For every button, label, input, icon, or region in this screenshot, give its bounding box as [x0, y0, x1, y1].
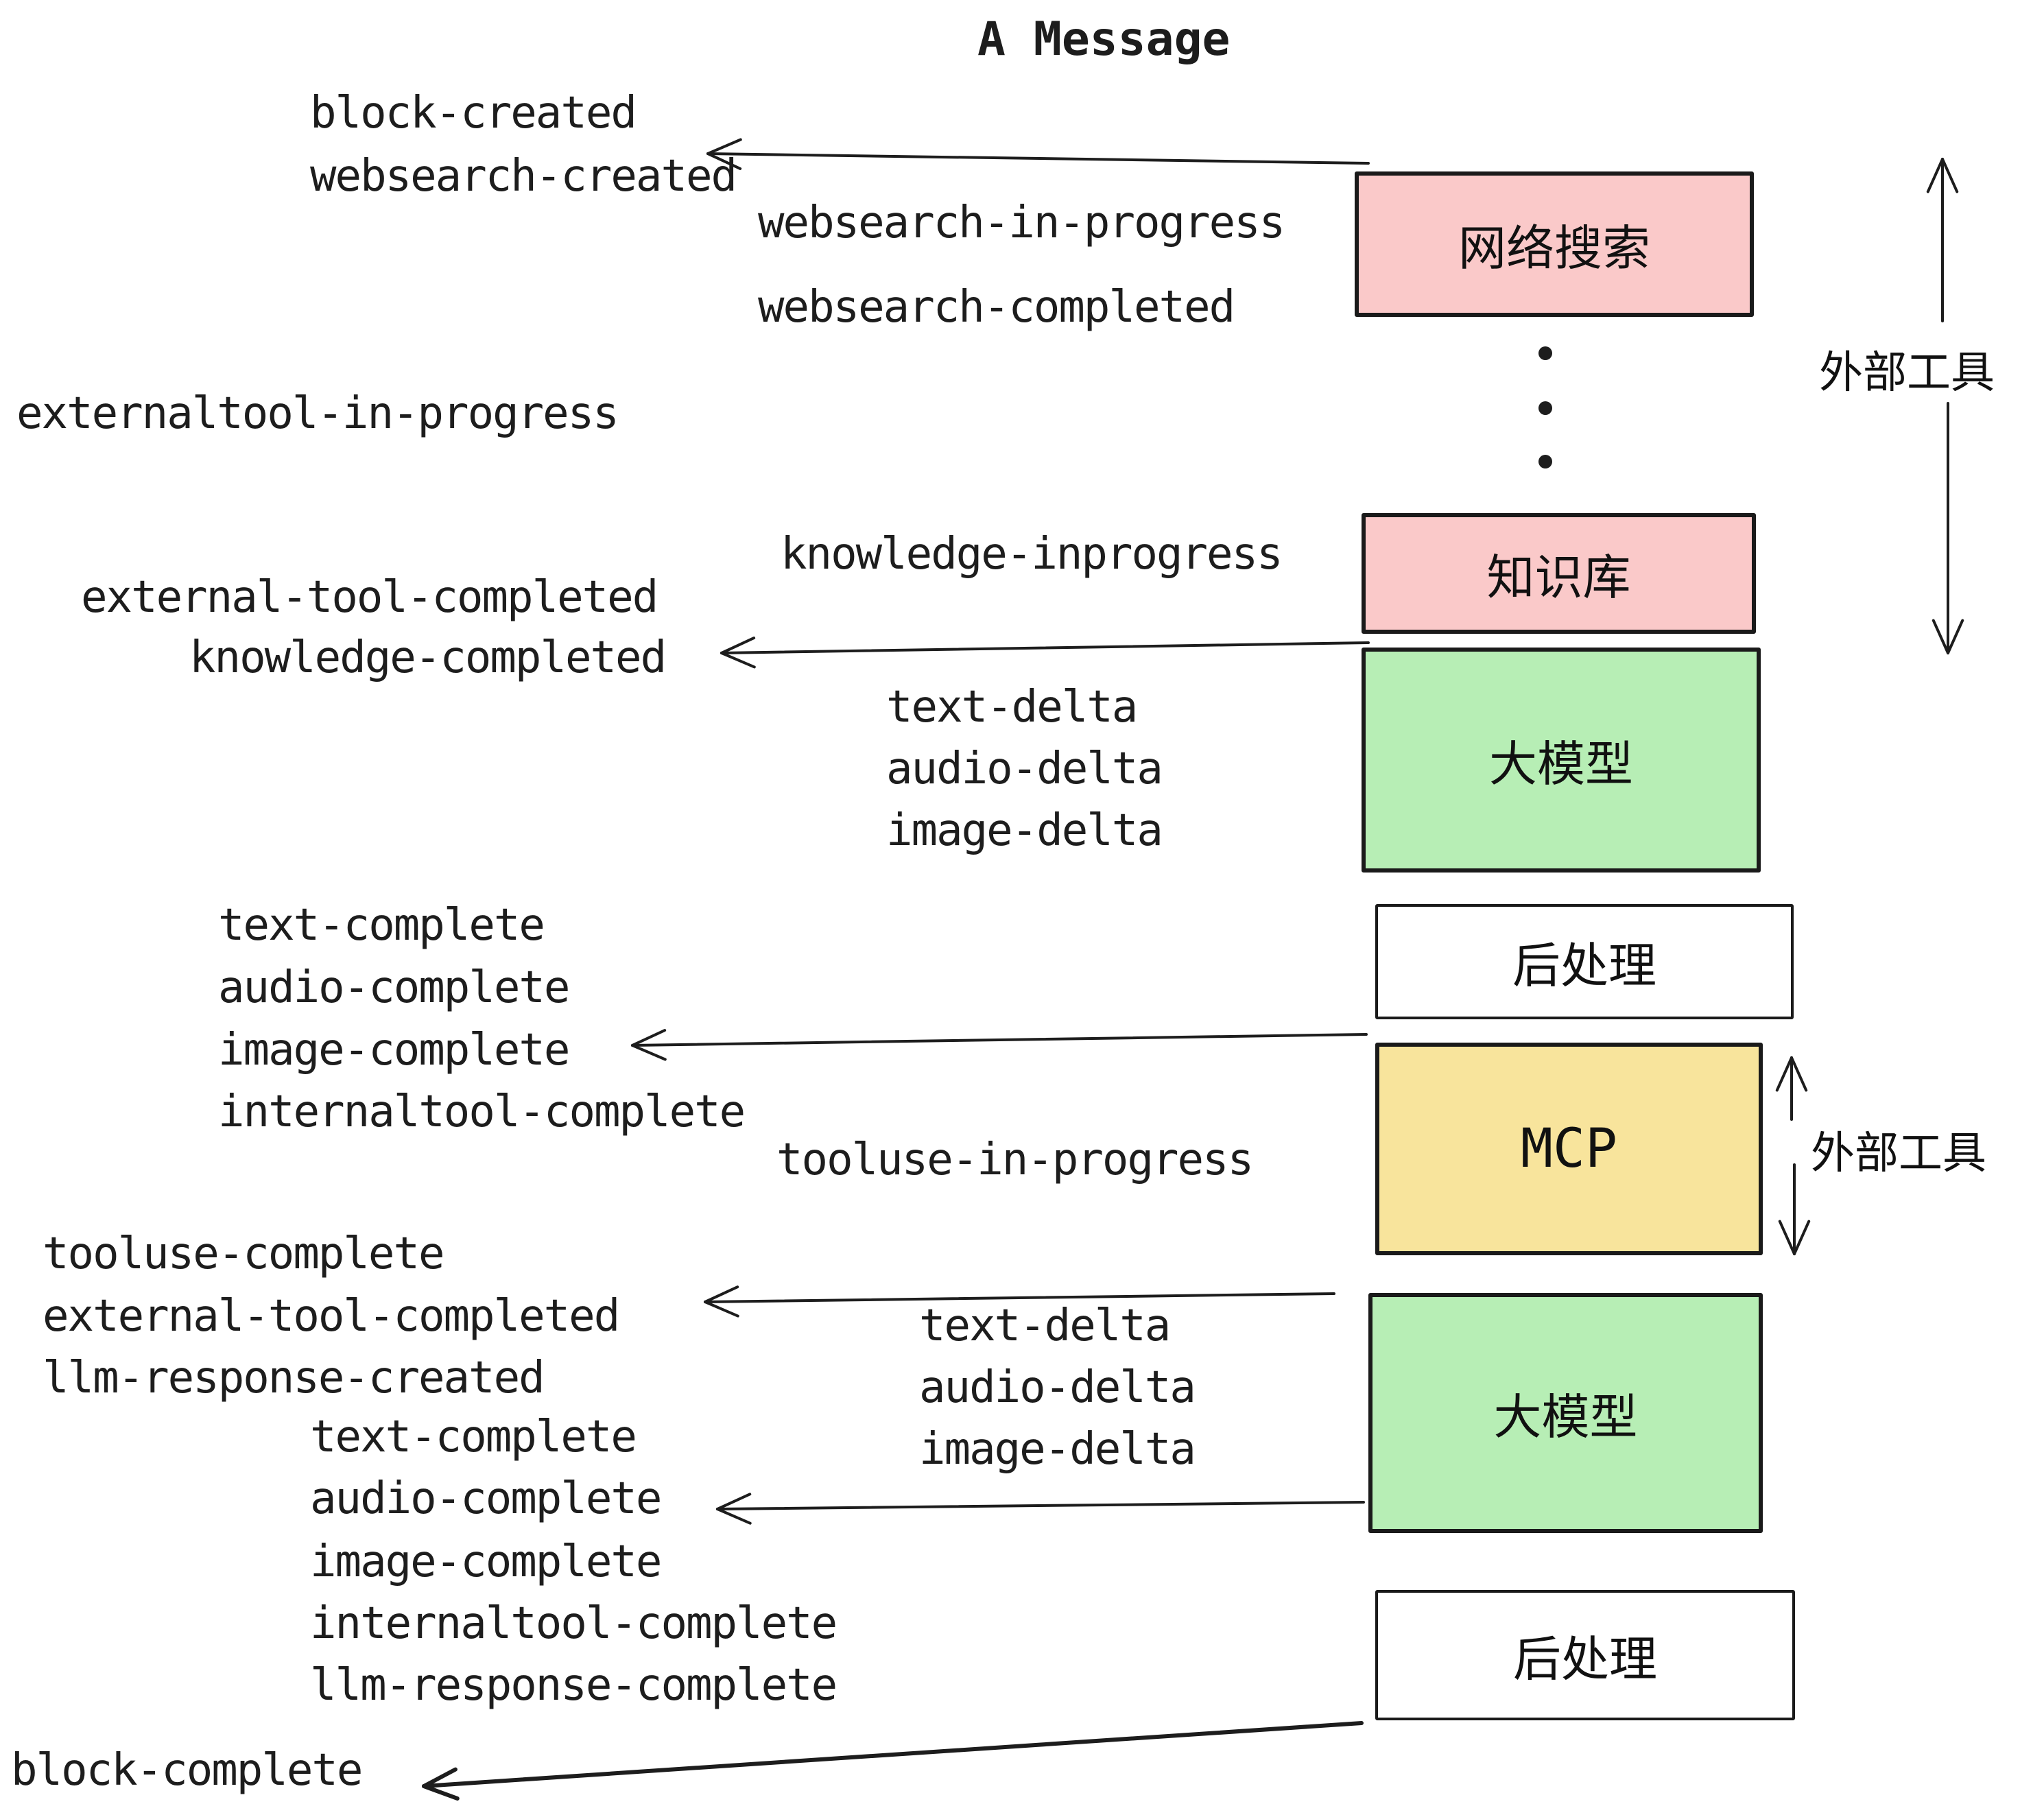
external-tools-label-mcp: 外部工具	[1811, 1128, 1986, 1178]
arrow-image-complete-head	[631, 1029, 667, 1047]
arrow-external-tools-down-head	[1947, 619, 1964, 654]
arrow-mcp-tools-down-head	[1778, 1220, 1796, 1255]
event-label-text-complete: text-complete	[218, 900, 545, 951]
arrow-block-complete-head	[422, 1767, 457, 1788]
arrow-knowledge-completed	[720, 641, 1370, 654]
arrow-audio-complete	[716, 1501, 1365, 1510]
box-llm-1-label: 大模型	[1489, 737, 1633, 791]
box-knowledge-base: 知识库	[1362, 513, 1756, 634]
event-label-websearch-created: websearch-created	[310, 151, 737, 202]
event-label-internaltool-complete: internaltool-complete	[218, 1087, 746, 1137]
box-post-process-2-label: 后处理	[1513, 1632, 1657, 1686]
event-label-audio-delta: audio-delta	[886, 744, 1163, 794]
arrow-image-complete-head	[631, 1044, 667, 1061]
event-label-block-created: block-created	[310, 88, 637, 139]
event-label-image-delta: image-delta	[886, 805, 1163, 856]
arrow-block-created	[706, 152, 1370, 165]
event-label-knowledge-inprogress: knowledge-inprogress	[781, 529, 1283, 580]
box-mcp: MCP	[1375, 1043, 1763, 1255]
arrow-block-created-head	[706, 152, 742, 170]
event-label-tooluse-in-progress: tooluse-in-progress	[776, 1135, 1254, 1185]
event-label-externaltool-in-progress: externaltool-in-progress	[16, 388, 619, 439]
event-label-llm-response-complete: llm-response-complete	[310, 1660, 837, 1711]
event-label-audio-complete: audio-complete	[218, 962, 570, 1013]
box-llm-2-label: 大模型	[1493, 1390, 1638, 1444]
box-post-process-2: 后处理	[1375, 1590, 1795, 1720]
box-post-process-1: 后处理	[1375, 904, 1794, 1019]
continuation-dot-1	[1538, 346, 1552, 360]
continuation-dot-2	[1538, 401, 1552, 415]
event-label-image-delta: image-delta	[919, 1424, 1196, 1475]
event-label-external-tool-completed: external-tool-completed	[81, 572, 658, 623]
event-label-internaltool-complete: internaltool-complete	[310, 1598, 837, 1649]
event-label-audio-complete: audio-complete	[310, 1473, 662, 1524]
event-label-external-tool-completed: external-tool-completed	[43, 1291, 620, 1342]
arrow-knowledge-completed-head	[720, 652, 756, 669]
event-label-knowledge-completed: knowledge-completed	[189, 632, 667, 683]
event-label-block-complete: block-complete	[11, 1745, 363, 1796]
arrow-image-complete	[631, 1033, 1368, 1047]
arrow-audio-complete-head	[716, 1508, 752, 1525]
box-knowledge-base-label: 知识库	[1486, 550, 1631, 604]
box-llm-2: 大模型	[1368, 1293, 1763, 1533]
event-label-audio-delta: audio-delta	[919, 1362, 1196, 1413]
event-label-image-complete: image-complete	[218, 1025, 570, 1076]
arrow-block-complete	[422, 1721, 1364, 1788]
arrow-mcp-tools-up-head	[1790, 1056, 1808, 1092]
event-label-text-delta: text-delta	[919, 1301, 1171, 1351]
box-mcp-label: MCP	[1521, 1118, 1617, 1180]
arrow-block-complete-head	[422, 1784, 460, 1801]
event-label-llm-response-created: llm-response-created	[43, 1353, 545, 1403]
arrow-mcp-tools-up-head	[1775, 1056, 1793, 1092]
event-label-tooluse-complete: tooluse-complete	[43, 1229, 444, 1279]
arrow-audio-complete-head	[716, 1493, 752, 1510]
arrow-external-tools-down-head	[1932, 619, 1949, 654]
event-label-websearch-in-progress: websearch-in-progress	[758, 198, 1285, 248]
arrow-knowledge-completed-head	[720, 637, 756, 654]
arrow-tooluse-complete-head	[704, 1285, 739, 1303]
event-label-websearch-completed: websearch-completed	[758, 282, 1235, 333]
box-web-search-label: 网络搜索	[1458, 221, 1650, 275]
event-label-text-complete: text-complete	[310, 1412, 637, 1462]
arrow-mcp-tools-down-head	[1793, 1220, 1811, 1255]
arrow-tooluse-complete	[704, 1292, 1335, 1303]
box-llm-1: 大模型	[1362, 648, 1761, 873]
arrow-external-tools-up-head	[1926, 158, 1944, 193]
box-web-search: 网络搜索	[1355, 171, 1754, 317]
event-label-text-delta: text-delta	[886, 682, 1138, 733]
box-post-process-1-label: 后处理	[1512, 938, 1656, 993]
continuation-dot-3	[1538, 455, 1552, 468]
external-tools-label-top: 外部工具	[1819, 348, 1995, 397]
event-label-image-complete: image-complete	[310, 1536, 662, 1587]
arrow-block-created-head	[706, 138, 742, 155]
arrow-tooluse-complete-head	[704, 1301, 739, 1318]
diagram-title: A Message	[977, 12, 1231, 67]
arrow-external-tools-up-head	[1941, 158, 1959, 193]
